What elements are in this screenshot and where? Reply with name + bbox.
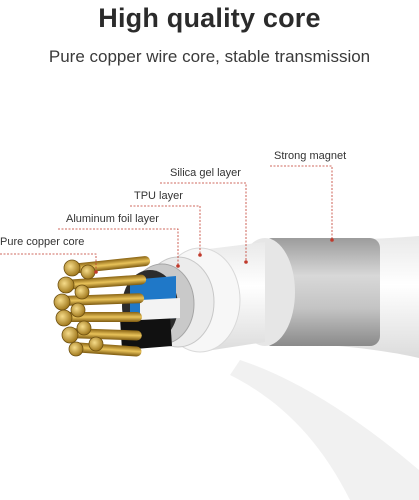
wire-black [120, 316, 172, 350]
cable-bottom-curve [230, 360, 419, 500]
label-tpu-layer: TPU layer [134, 190, 183, 202]
label-aluminum-foil-layer: Aluminum foil layer [66, 213, 159, 225]
callout-dots [94, 238, 334, 274]
callout-lines [0, 165, 333, 272]
callout-silica [160, 182, 247, 262]
page-title: High quality core [98, 3, 321, 33]
callout-tpu [130, 205, 201, 255]
copper-strand-ends [53, 259, 104, 357]
callout-copper [0, 253, 97, 272]
label-pure-copper-core: Pure copper core [0, 236, 85, 248]
label-strong-magnet: Strong magnet [274, 150, 347, 162]
page-subtitle: Pure copper wire core, stable transmissi… [48, 47, 371, 66]
label-silica-gel-layer: Silica gel layer [170, 167, 241, 179]
magnet-body [262, 238, 380, 346]
callout-aluminum [58, 228, 179, 266]
wire-white [140, 298, 180, 320]
callout-magnet [270, 165, 333, 240]
